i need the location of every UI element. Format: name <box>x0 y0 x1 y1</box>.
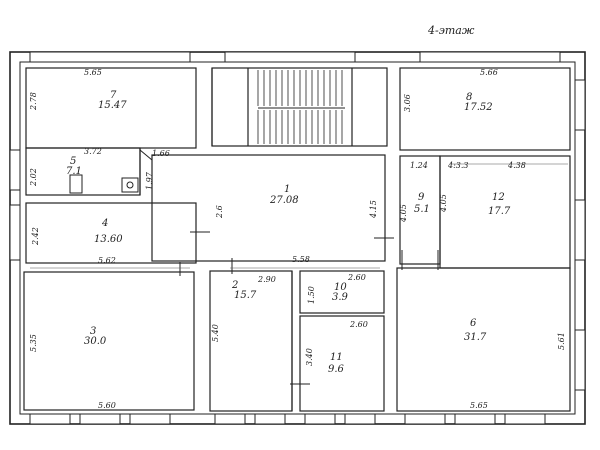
room-11-height: 3.40 <box>305 348 314 366</box>
room-12-height: 4.05 <box>439 194 448 213</box>
room-9-height: 4.05 <box>399 204 408 223</box>
room-5-width: 3.72 <box>84 147 102 156</box>
room-5-height: 2.02 <box>29 168 38 187</box>
stair-treads <box>257 70 345 144</box>
room-1-area: 27.08 <box>269 195 299 206</box>
room-4-width: 5.62 <box>98 256 116 265</box>
windows-bottom <box>29 413 546 425</box>
dimension-lines <box>30 163 568 269</box>
room-7-height: 2.78 <box>29 92 38 111</box>
interior-walls <box>23 67 571 412</box>
room-7-area: 15.47 <box>98 100 127 111</box>
door-marks <box>139 149 439 385</box>
room-11-area: 9.6 <box>328 364 345 375</box>
room-6-area: 31.7 <box>464 332 487 343</box>
room-1-height: 2.6 <box>215 205 224 219</box>
room-3-number: 3 <box>90 326 96 337</box>
room-2-width: 2.90 <box>257 275 276 284</box>
room-10-area: 3.9 <box>332 292 349 303</box>
room-2-number: 2 <box>231 280 238 291</box>
room-8-number: 8 <box>466 92 472 103</box>
room-6-width: 5.65 <box>470 401 488 410</box>
floor-label: 4-этаж <box>427 24 475 37</box>
room-9-number: 9 <box>418 192 425 203</box>
room-8-height: 3.06 <box>403 94 412 112</box>
room-11-number: 11 <box>330 352 343 363</box>
room-1-number: 1 <box>284 184 290 195</box>
room-2-height: 5.40 <box>211 324 220 342</box>
room-12-width: 4.38 <box>507 161 526 170</box>
room-12-number: 12 <box>492 192 505 203</box>
dim-1-97: 1.97 <box>145 171 154 190</box>
room-6-height: 5.61 <box>557 332 566 350</box>
windows-side <box>9 79 586 391</box>
room-12-extra: 4:3.3 <box>447 161 469 170</box>
room-10-width: 2.60 <box>347 273 366 282</box>
room-10-height: 1.50 <box>307 286 316 304</box>
room-3-width: 5.60 <box>98 401 116 410</box>
room-3-area: 30.0 <box>84 336 107 347</box>
room-8-width: 5.66 <box>480 68 498 77</box>
room-12-area: 17.7 <box>488 206 511 217</box>
room-2-area: 15.7 <box>234 290 257 301</box>
room-7-number: 7 <box>110 90 117 101</box>
room-6-number: 6 <box>470 318 477 329</box>
room-4-height: 2.42 <box>31 227 40 246</box>
windows-top <box>29 51 561 63</box>
room-1-width: 5.58 <box>292 255 310 264</box>
room-3-height: 5.35 <box>29 334 38 352</box>
room-4-area: 13.60 <box>94 234 123 245</box>
room-9-width: 1.24 <box>410 161 428 170</box>
room-4-number: 4 <box>101 218 108 229</box>
bathroom-fixtures <box>69 174 139 194</box>
room-8-area: 17.52 <box>464 102 493 113</box>
room-labels: 5.65 2.78 7 15.47 5.66 3.06 8 17.52 3.72… <box>29 68 566 410</box>
room-10-number: 10 <box>334 282 347 293</box>
room-9-area: 5.1 <box>414 204 430 215</box>
room-11-width: 2.60 <box>349 320 368 329</box>
room-5-area: 7.1 <box>66 166 82 177</box>
room-1-extra: 4.15 <box>369 200 378 219</box>
room-7-width: 5.65 <box>84 68 102 77</box>
room-5-extra: 1.66 <box>152 149 170 158</box>
room-5-number: 5 <box>70 156 76 167</box>
